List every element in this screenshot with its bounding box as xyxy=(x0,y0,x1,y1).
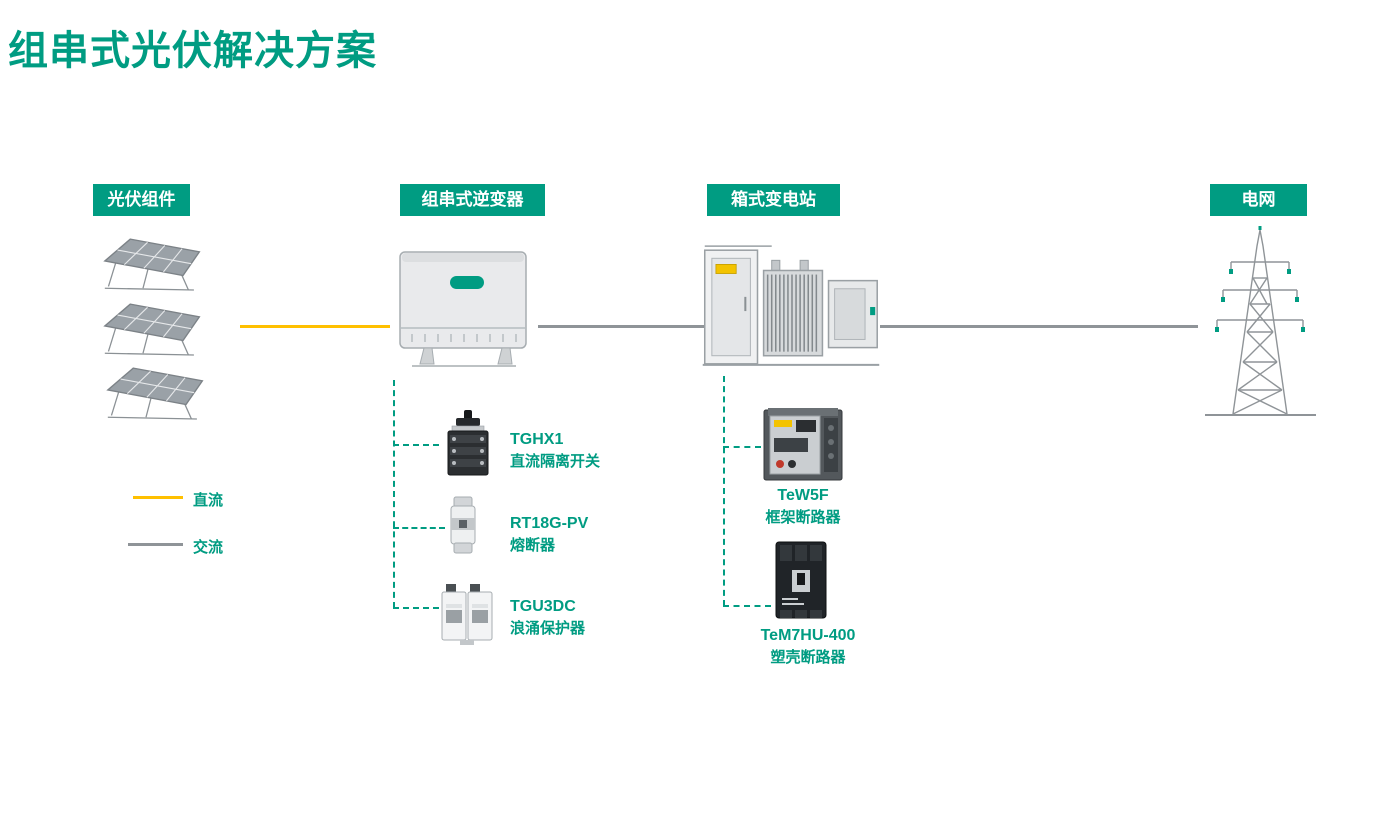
substation-branch-stub-1 xyxy=(723,446,761,448)
solar-panel-icon xyxy=(103,303,201,356)
tew5f-product-image xyxy=(763,408,843,481)
rt18g-pv-product-image xyxy=(450,496,476,554)
tgu3dc-product-image xyxy=(441,584,493,645)
ac-line-inverter-substation xyxy=(538,325,704,328)
tem7hu-400-product-image xyxy=(775,541,827,619)
legend-dc-label: 直流 xyxy=(193,492,224,509)
component-model: TeW5F xyxy=(777,487,829,504)
component-callout-tew5f: TeW5F 框架断路器 xyxy=(737,485,869,529)
substation-illustration xyxy=(702,245,880,366)
component-name: 塑壳断路器 xyxy=(770,649,846,666)
legend-ac-label: 交流 xyxy=(193,539,224,556)
transmission-tower-icon xyxy=(1205,226,1316,416)
ac-line-substation-grid xyxy=(880,325,1198,328)
component-name: 熔断器 xyxy=(510,537,556,554)
stage-badge-grid: 电网 xyxy=(1210,184,1307,216)
component-name: 直流隔离开关 xyxy=(510,453,601,470)
inverter-branch-stub-2 xyxy=(393,527,445,529)
inverter-branch-connector xyxy=(393,380,395,608)
component-model: TGHX1 xyxy=(510,431,564,448)
component-model: RT18G-PV xyxy=(510,515,589,532)
component-model: TeM7HU-400 xyxy=(760,627,856,644)
inverter-branch-stub-1 xyxy=(393,444,439,446)
stage-badge-pv-modules: 光伏组件 xyxy=(93,184,190,216)
solar-panel-icon xyxy=(106,367,204,420)
component-callout-tgu3dc: TGU3DC 浪涌保护器 xyxy=(510,596,585,640)
component-name: 框架断路器 xyxy=(765,509,841,526)
component-callout-rt18g: RT18G-PV 熔断器 xyxy=(510,513,588,557)
stage-badge-inverter: 组串式逆变器 xyxy=(400,184,545,216)
substation-branch-connector xyxy=(723,376,725,606)
legend-dc-swatch xyxy=(133,496,183,499)
component-model: TGU3DC xyxy=(510,598,576,615)
component-callout-tghx1: TGHX1 直流隔离开关 xyxy=(510,429,600,473)
substation-branch-stub-2 xyxy=(723,605,771,607)
dc-line xyxy=(240,325,390,328)
inverter-branch-stub-3 xyxy=(393,607,439,609)
page-title: 组串式光伏解决方案 xyxy=(8,29,377,73)
stage-badge-substation: 箱式变电站 xyxy=(707,184,840,216)
inverter-illustration xyxy=(399,251,527,367)
legend-ac-swatch xyxy=(128,543,183,546)
component-callout-tem7hu: TeM7HU-400 塑壳断路器 xyxy=(738,625,878,669)
solar-panel-icon xyxy=(103,238,201,291)
tghx1-product-image xyxy=(447,410,489,476)
component-name: 浪涌保护器 xyxy=(510,620,586,637)
